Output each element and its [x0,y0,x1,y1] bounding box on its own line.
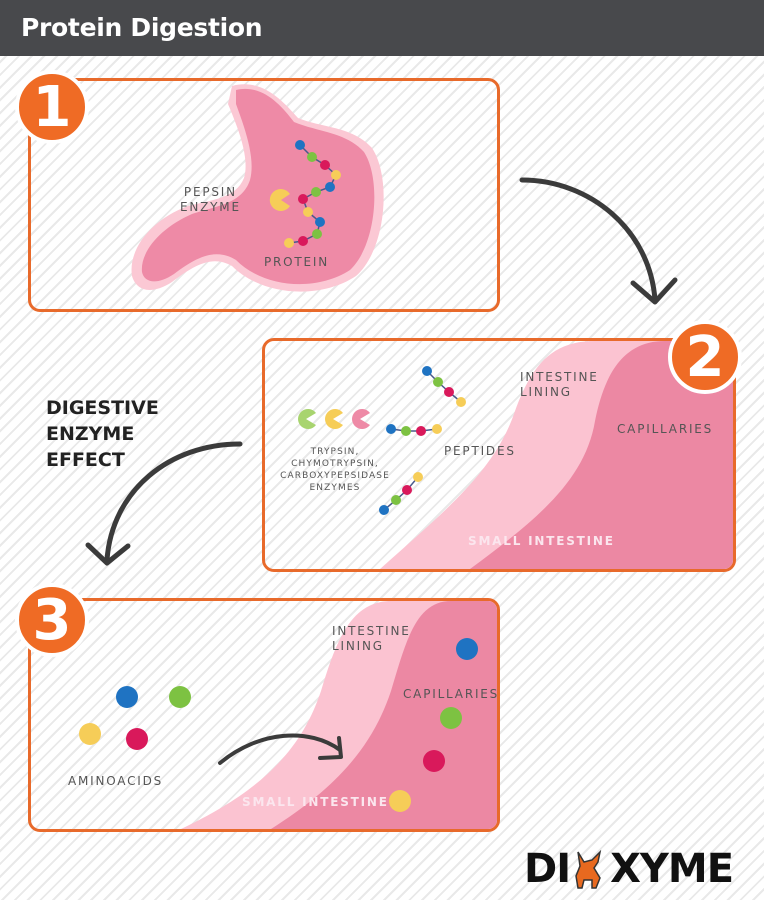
amino-bead [433,377,443,387]
amino-bead [444,387,454,397]
amino-bead [432,424,442,434]
small-intestine-label: SMALL INTESTINE [468,534,615,548]
amino-bead [325,182,335,192]
step2-panel [262,338,736,572]
peptides-label: PEPTIDES [444,444,516,458]
label-line: EFFECT [46,449,125,471]
amino-bead [315,217,325,227]
capillaries-area [470,341,733,569]
amino-bead [311,187,321,197]
capillaries-area [271,601,497,829]
amino-bead [416,426,426,436]
amino-bead [401,426,411,436]
label-line: ENZYME [180,200,241,214]
absorbed-amino-blue [456,638,478,660]
amino-bead [402,485,412,495]
amino-bead [298,236,308,246]
label-line: CHYMOTRYPSIN, [291,459,379,469]
logo-text-right: XYME [610,846,734,892]
label-line: CARBOXYPEPSIDASE [280,471,390,481]
amino-bead [307,152,317,162]
label-line: DIGESTIVE [46,397,159,419]
small-intestine-label: SMALL INTESTINE [242,795,389,809]
absorbed-amino-red [423,750,445,772]
amino-bead [295,140,305,150]
amino-bead [413,472,423,482]
protein-label: PROTEIN [264,255,330,269]
label-line: LINING [332,639,384,653]
absorbed-amino-green [440,707,462,729]
amino-bead [379,505,389,515]
chymotrypsin-enzyme-icon [325,409,343,429]
label-line: INTESTINE [332,624,411,638]
label-line: TRYPSIN, [310,447,360,457]
pepsin-enzyme-label: PEPSIN ENZYME [180,185,241,215]
amino-bead [284,238,294,248]
step1-badge: 1 [15,70,89,144]
bull-logo-icon [570,848,610,890]
aminoacids-label: AMINOACIDS [68,774,164,788]
label-line: ENZYME [46,423,135,445]
amino-acid-yellow [79,723,101,745]
amino-bead [312,229,322,239]
pepsin-enzyme-icon [269,189,290,212]
step3-panel [28,598,500,832]
label-line: PEPSIN [183,185,237,199]
amino-bead [303,207,313,217]
amino-bead [298,194,308,204]
amino-bead [456,397,466,407]
intestine-layers [380,341,733,569]
amino-bead [320,160,330,170]
page-title: Protein Digestion [21,13,263,42]
digestive-enzyme-effect-label: DIGESTIVE ENZYME EFFECT [46,395,159,473]
dioxyme-logo: DI XYME [524,846,734,892]
label-line: INTESTINE [520,370,599,384]
step2-badge: 2 [668,320,742,394]
intestine-lining-label: INTESTINE LINING [520,370,599,400]
label-line: ENZYMES [309,483,361,493]
amino-bead [331,170,341,180]
amino-bead [386,424,396,434]
absorption-arrow-icon [218,733,342,765]
step3-badge: 3 [15,583,89,657]
absorbed-amino-yellow [389,790,411,812]
carboxypeptidase-enzyme-icon [352,409,370,429]
intestine-lining-label: INTESTINE LINING [332,624,411,654]
amino-bead [422,366,432,376]
header-bar: Protein Digestion [0,0,764,56]
pancreatic-enzymes-label: TRYPSIN, CHYMOTRYPSIN, CARBOXYPEPSIDASE … [270,446,400,494]
logo-text-left: DI [524,846,571,892]
amino-acid-green [169,686,191,708]
capillaries-label: CAPILLARIES [617,422,714,436]
trypsin-enzyme-icon [298,409,316,429]
capillaries-label: CAPILLARIES [403,687,500,701]
label-line: LINING [520,385,572,399]
intestine-layers [181,601,497,829]
amino-acid-red [126,728,148,750]
amino-acid-blue [116,686,138,708]
amino-bead [391,495,401,505]
step1-panel [28,78,500,312]
